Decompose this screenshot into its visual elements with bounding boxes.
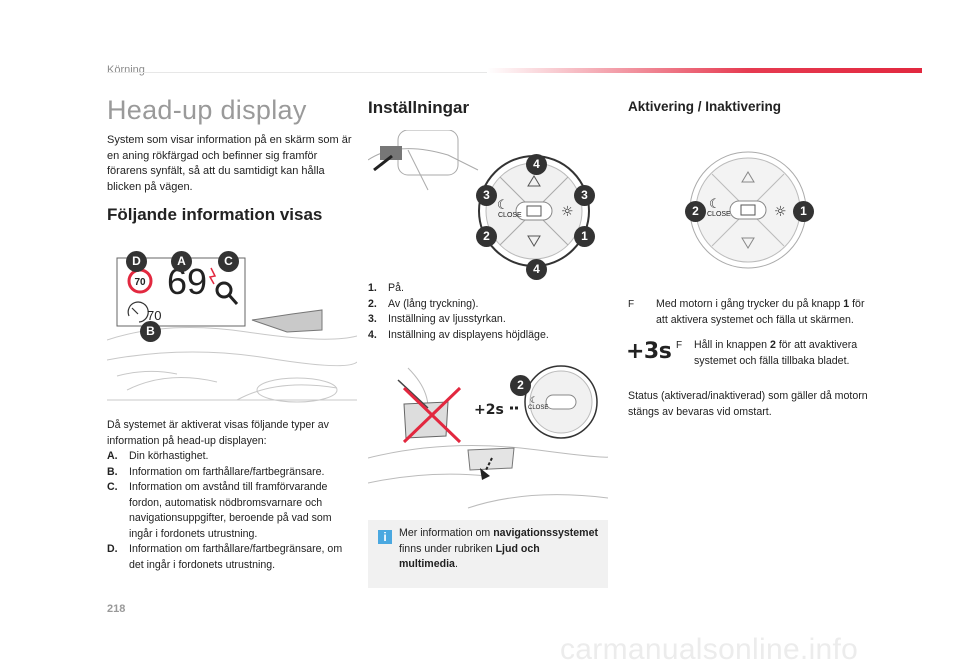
list-item: C.Information om avstånd till framförvar… bbox=[107, 481, 332, 540]
callout-a: A bbox=[171, 251, 192, 272]
info-description: Då systemet är aktiverat visas följande … bbox=[107, 419, 329, 447]
svg-text:☼: ☼ bbox=[561, 204, 574, 220]
intro-text: System som visar information på en skärm… bbox=[107, 134, 352, 193]
header-divider bbox=[107, 72, 487, 73]
status-text: Status (aktiverad/inaktiverad) som gälle… bbox=[628, 390, 868, 418]
dial-num-1: 1 bbox=[574, 226, 595, 247]
settings-list: 1.På. 2.Av (lång tryckning). 3.Inställni… bbox=[368, 281, 608, 343]
press-3s-label: +3s bbox=[626, 339, 672, 364]
list-item: A.Din körhastighet. bbox=[107, 450, 209, 462]
callout-d: D bbox=[126, 251, 147, 272]
deactivate-illustration: CLOSE ☾ bbox=[368, 365, 608, 509]
dial-illustration: CLOSE ☾ ☼ bbox=[368, 130, 590, 267]
list-item: D.Information om farthållare/fartbegräns… bbox=[107, 543, 343, 571]
hud-speed-limit: 70 bbox=[134, 277, 146, 288]
watermark: carmanualsonline.info bbox=[560, 633, 859, 666]
svg-text:☾: ☾ bbox=[497, 198, 509, 213]
header-accent-bar bbox=[487, 68, 922, 73]
dial-num-3-right: 3 bbox=[574, 185, 595, 206]
activation-num-2: 2 bbox=[685, 201, 706, 222]
svg-text:☾: ☾ bbox=[530, 396, 538, 406]
callout-b: B bbox=[140, 321, 161, 342]
activation-num-1: 1 bbox=[793, 201, 814, 222]
svg-text:☾: ☾ bbox=[709, 197, 721, 212]
settings-heading: Inställningar bbox=[368, 98, 470, 117]
callout-c: C bbox=[218, 251, 239, 272]
bullet-deactivate: F Håll in knappen 2 för att avaktivera s… bbox=[676, 339, 858, 367]
bullet-activate: F Med motorn i gång trycker du på knapp … bbox=[628, 298, 865, 326]
activation-heading: Aktivering / Inaktivering bbox=[628, 99, 782, 114]
dial-num-3-left: 3 bbox=[476, 185, 497, 206]
dial-close-label: CLOSE bbox=[498, 212, 522, 219]
dial-num-4-bottom: 4 bbox=[526, 259, 547, 280]
page-number: 218 bbox=[107, 603, 126, 615]
svg-text:☼: ☼ bbox=[774, 204, 787, 220]
press-2s-label: +2s bbox=[474, 402, 504, 418]
list-item: B.Information om farthållare/fartbegräns… bbox=[107, 465, 325, 478]
list-item: 3.Inställning av ljusstyrkan. bbox=[368, 313, 506, 325]
info-list: A.Din körhastighet. B.Information om far… bbox=[107, 449, 352, 573]
list-item: 1.På. bbox=[368, 282, 404, 294]
page-title: Head-up display bbox=[107, 95, 307, 125]
info-box-text: Mer information om navigationssystemet f… bbox=[399, 527, 599, 570]
info-heading: Följande information visas bbox=[107, 205, 323, 224]
dial-num-2: 2 bbox=[476, 226, 497, 247]
list-item: 2.Av (lång tryckning). bbox=[368, 297, 479, 310]
section-label: Körning bbox=[107, 64, 145, 76]
hud-cruise-speed: 70 bbox=[147, 308, 161, 323]
dial-num-4-top: 4 bbox=[526, 154, 547, 175]
info-icon: i bbox=[378, 530, 392, 544]
info-box: i Mer information om navigationssystemet… bbox=[368, 520, 608, 588]
svg-text:CLOSE: CLOSE bbox=[528, 405, 548, 411]
press-button-2: 2 bbox=[510, 375, 531, 396]
activation-close-label: CLOSE bbox=[707, 211, 731, 218]
list-item: 4.Inställning av displayens höjdläge. bbox=[368, 328, 549, 341]
activation-dial: CLOSE ☾ ☼ bbox=[689, 151, 807, 269]
